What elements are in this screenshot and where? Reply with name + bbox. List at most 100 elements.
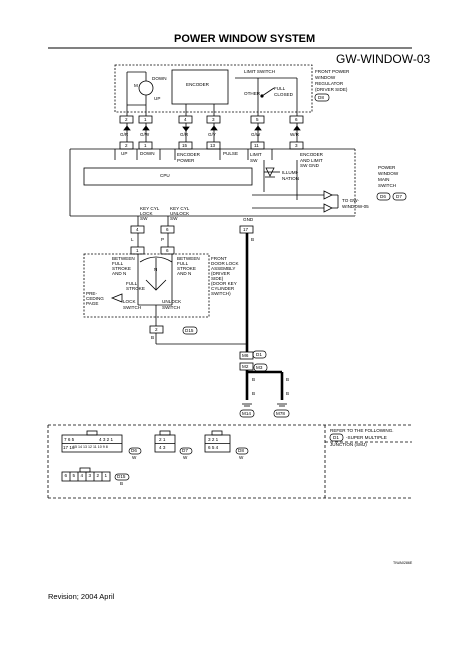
cpu-label: CPU <box>160 173 170 178</box>
ground-m14: M14 <box>242 410 251 416</box>
d8-pin: 1 <box>144 116 147 122</box>
wire-color: B <box>252 391 256 396</box>
term-encoder-limit-gnd: ENCODER AND LIMIT SW GND <box>300 152 323 168</box>
switch-pin: 2 <box>125 142 128 148</box>
gnd-label: GND <box>243 217 254 222</box>
d8-pin: 5 <box>256 116 259 122</box>
encoder-label: ENCODER <box>186 82 209 87</box>
lock-switch-1: LOCK <box>123 299 136 304</box>
to-gw-window-05: TO GW- WINDOW-05 <box>342 198 369 209</box>
d6-name: D6 <box>131 448 137 453</box>
other-label: OTHER <box>244 91 261 96</box>
door-lock-box <box>83 253 210 318</box>
figure-id: TIWA0286E <box>393 561 413 565</box>
switch-label-2: WINDOW <box>378 171 399 176</box>
d15-cell: 4 <box>80 473 84 478</box>
d15-cell: 2 <box>96 473 100 478</box>
door-lock-label-3: ASSEMBLY <box>211 266 236 271</box>
key-lock-label-2: LOCK <box>140 211 153 216</box>
between-right-4: AND N <box>177 271 192 276</box>
junction-d1: D1 <box>256 351 262 357</box>
d6-row2: 17 16 <box>63 445 75 450</box>
wire-color: B <box>252 377 256 382</box>
d7-row1: 2 1 <box>159 436 166 442</box>
between-left-2: FULL <box>112 261 124 266</box>
wire-color: B <box>151 335 155 340</box>
up-label: UP <box>154 96 161 101</box>
switch-pin: 3 <box>295 142 298 148</box>
regulator-label-2: WINDOW <box>315 75 336 80</box>
between-right-2: FULL <box>177 261 189 266</box>
switch-bottom-pin: 17 <box>243 226 249 232</box>
d8-pin: 4 <box>184 116 187 122</box>
door-lock-pin: 6 <box>166 247 169 253</box>
n-label: N <box>154 267 158 272</box>
d6-row1: 7 6 5 <box>64 436 75 442</box>
revision-footer: Revision; 2004 April <box>48 592 115 601</box>
regulator-box <box>114 64 313 113</box>
door-lock-label-6: (DOOR KEY <box>211 281 237 286</box>
d8-color: W <box>239 455 244 460</box>
term-encoder-power: ENCODER POWER <box>177 152 200 163</box>
d7-row2: 4 3 <box>159 445 166 450</box>
ground-pin-m2: M2 <box>242 363 249 369</box>
wire-color: G/W <box>140 132 150 137</box>
door-lock-label-5: SIDE) <box>211 276 224 281</box>
key-lock-label-1: KEY CYL <box>140 206 160 211</box>
door-lock-gnd-pin: 2 <box>155 326 158 332</box>
wire-color: B <box>286 377 290 382</box>
d8-pin: 6 <box>295 116 298 122</box>
switch-pin: 15 <box>182 142 188 148</box>
wire-color: W/R <box>290 132 299 137</box>
unlock-switch-1: UNLOCK <box>162 299 182 304</box>
motor-symbol <box>138 80 154 96</box>
wire-color: G/W <box>251 132 261 137</box>
regulator-label-3: REGULATOR <box>315 81 344 86</box>
switch-connector-d7: D7 <box>396 193 402 199</box>
switch-connector-d6: D6 <box>380 193 386 199</box>
refer-conn: D1 <box>333 434 339 440</box>
limit-switch-label: LIMIT SWITCH <box>244 69 276 74</box>
ground-pin-m6: M6 <box>242 352 249 358</box>
regulator-label-4: (DRIVER SIDE) <box>315 87 348 92</box>
preceding-3: PAGE <box>86 301 99 306</box>
switch-label-1: POWER <box>378 165 396 170</box>
full-label: FULL <box>274 86 286 91</box>
ground-m78: M78 <box>276 410 285 416</box>
d15-color: B <box>120 481 124 486</box>
main-switch-box <box>69 148 355 217</box>
switch-bottom-pin: 4 <box>136 226 139 232</box>
term-up: UP <box>121 151 128 156</box>
d7-color: W <box>183 455 188 460</box>
junction-m3: M3 <box>256 364 263 370</box>
wire-color: G/R <box>120 132 129 137</box>
d8-row2: 6 5 4 <box>208 445 219 450</box>
door-lock-label-1: FRONT <box>211 256 227 261</box>
between-right-3: STROKE <box>177 266 196 271</box>
down-label: DOWN <box>152 76 167 81</box>
wire-color: B <box>251 237 255 242</box>
door-lock-label-8: SWITCH) <box>211 291 231 296</box>
regulator-connector: D8 <box>318 94 324 100</box>
lock-switch-2: SWITCH <box>123 305 142 310</box>
wire-color: G/R <box>180 132 189 137</box>
d15-cell: 3 <box>88 473 92 478</box>
wire-color: B <box>286 391 290 396</box>
term-down: DOWN <box>140 151 155 156</box>
key-unlock-label-3: SW <box>170 216 178 221</box>
d6-row1b: 4 3 2 1 <box>99 436 114 442</box>
encoder-box <box>171 69 229 105</box>
closed-label: CLOSED <box>274 92 293 97</box>
term-limit-sw: LIMIT SW <box>250 152 262 163</box>
wire-color: L <box>131 237 134 242</box>
d8-name: D8 <box>238 448 244 453</box>
term-pulse: PULSE <box>223 151 239 156</box>
d7-name: D7 <box>182 448 188 453</box>
door-lock-label-2: DOOR LOCK <box>211 261 239 266</box>
d8-pin: 2 <box>125 116 128 122</box>
door-lock-connector: D15 <box>185 327 194 333</box>
full-stroke-1: FULL <box>126 281 138 286</box>
d15-name: D15 <box>117 474 126 479</box>
